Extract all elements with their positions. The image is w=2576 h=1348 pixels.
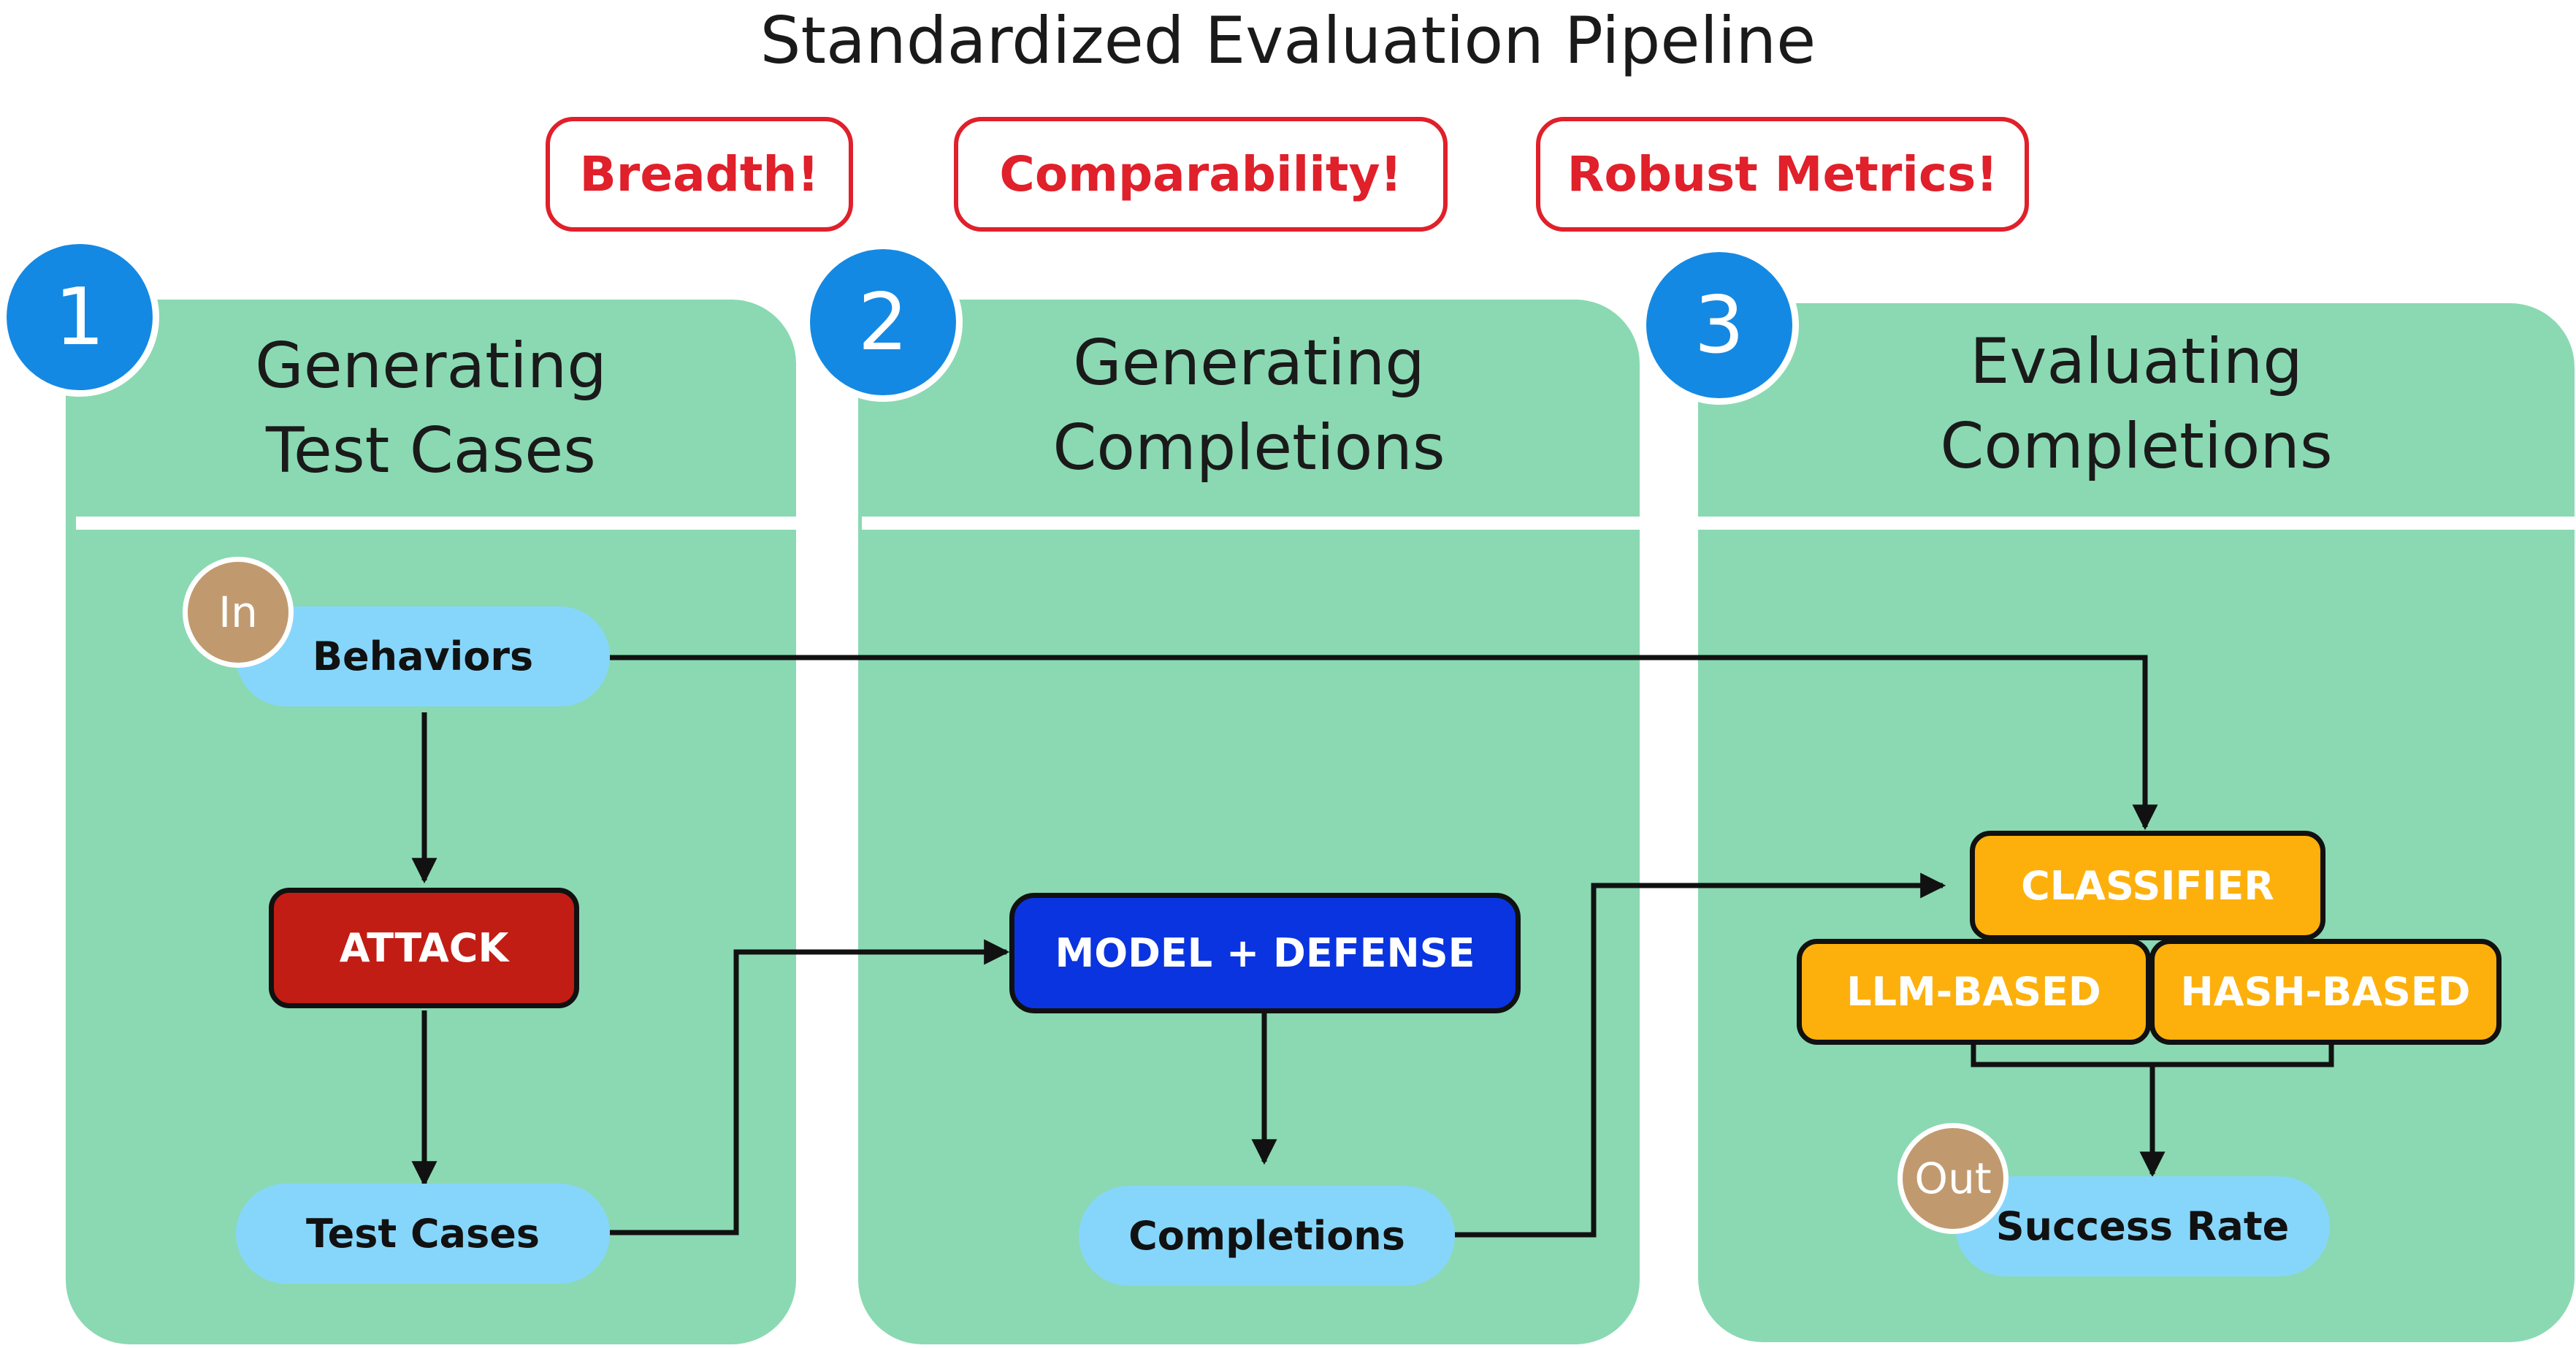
goal-breadth: Breadth! — [546, 117, 853, 232]
stage-2-heading-line2: Completions — [1052, 411, 1445, 484]
stage-2-divider — [862, 517, 1640, 530]
stage-3-heading-line1: Evaluating — [1970, 325, 2303, 398]
arrow-behaviors-to-classifier — [610, 655, 2158, 831]
completions-node: Completions — [1079, 1186, 1455, 1286]
stage-1-heading-line1: Generating — [255, 330, 607, 403]
model-defense-node: MODEL + DEFENSE — [1009, 893, 1521, 1013]
success-rate-node: Success Rate — [1955, 1176, 2330, 1276]
goal-robust-metrics: Robust Metrics! — [1536, 117, 2029, 232]
stage-panel-2: Generating Completions — [858, 300, 1640, 1344]
hash-based-node: HASH-BASED — [2149, 939, 2502, 1045]
input-marker: In — [183, 557, 294, 668]
arrow-completions-to-classifier — [1455, 872, 1946, 1238]
behaviors-node: Behaviors — [236, 606, 610, 707]
output-marker: Out — [1897, 1123, 2009, 1234]
diagram-title: Standardized Evaluation Pipeline — [760, 3, 1816, 78]
test-cases-node: Test Cases — [236, 1184, 610, 1284]
stage-3-heading-line2: Completions — [1940, 410, 2333, 483]
stage-2-heading-line1: Generating — [1073, 327, 1425, 400]
stage-3-divider — [1698, 517, 2575, 530]
step-badge-3: 3 — [1640, 245, 1799, 405]
step-badge-2: 2 — [803, 243, 963, 402]
llm-based-node: LLM-BASED — [1797, 939, 2151, 1045]
classifier-node: CLASSIFIER — [1970, 831, 2325, 940]
stage-1-divider — [76, 517, 796, 530]
stage-1-heading-line2: Test Cases — [266, 414, 596, 487]
step-badge-1: 1 — [0, 237, 159, 397]
arrow-test-cases-to-model — [610, 939, 1010, 1235]
goal-comparability: Comparability! — [954, 117, 1448, 232]
attack-node: ATTACK — [269, 888, 579, 1008]
